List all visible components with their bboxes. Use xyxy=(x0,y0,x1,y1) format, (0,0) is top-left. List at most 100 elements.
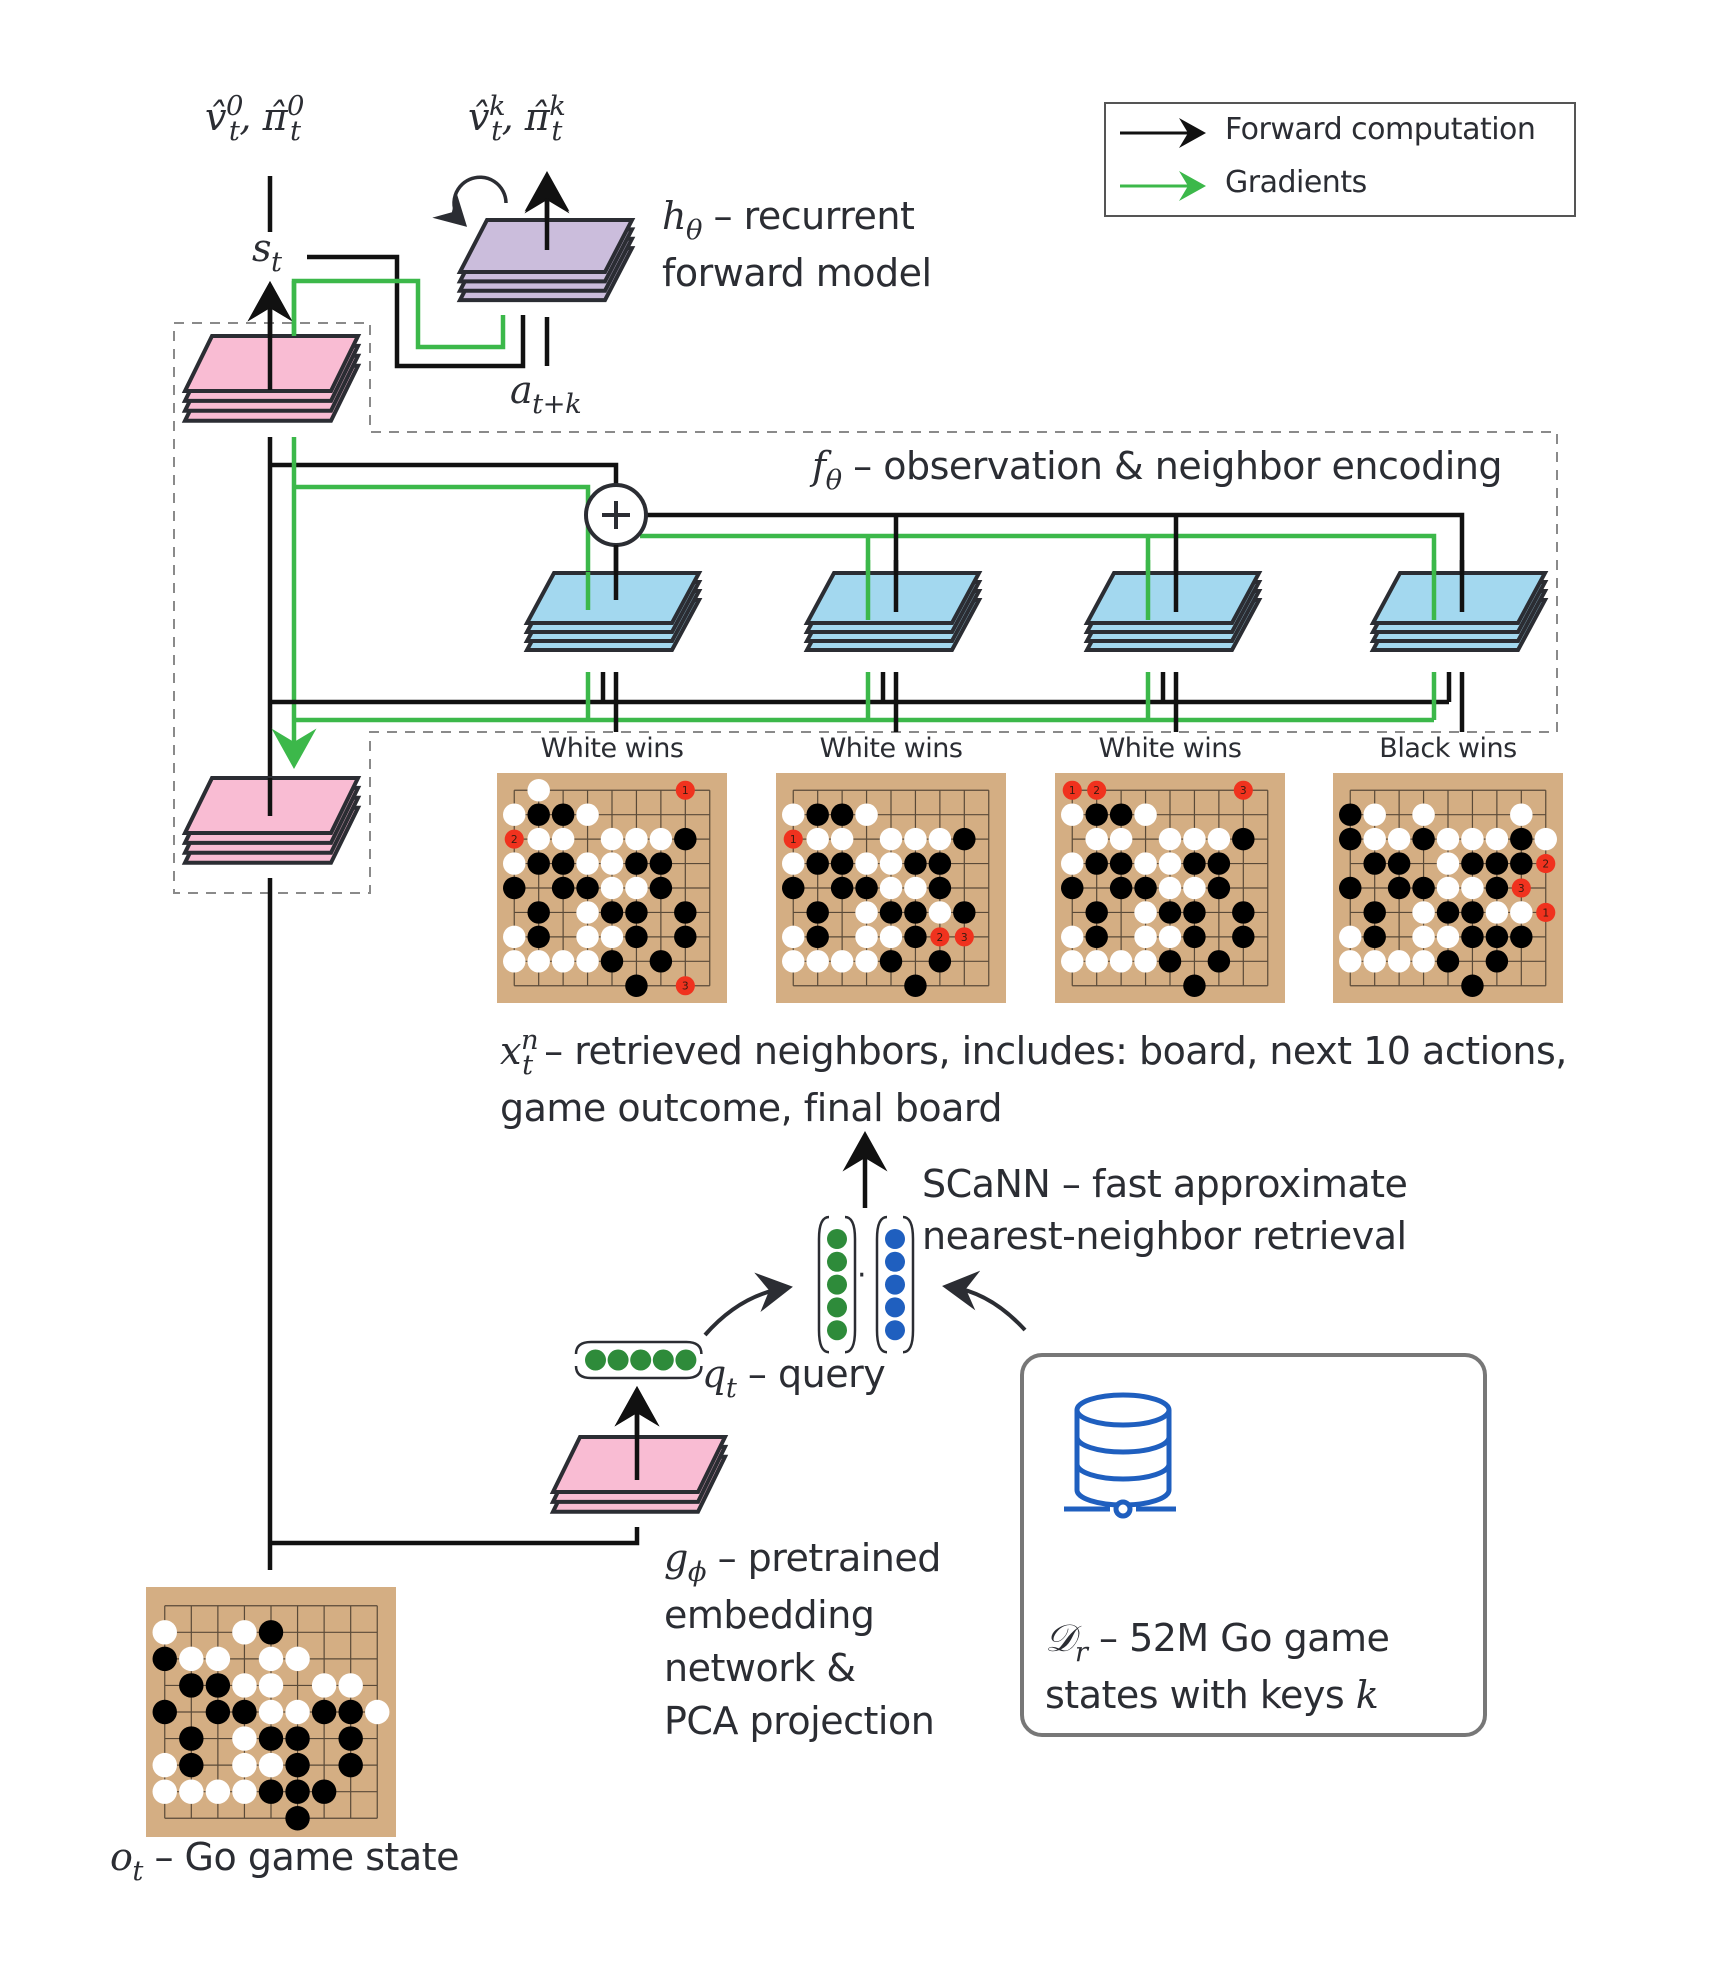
retrieval-label: SCaNN – fast approximate nearest-neighbo… xyxy=(922,1162,1408,1258)
black-stone xyxy=(1085,852,1108,875)
black-stone xyxy=(1387,876,1411,900)
move-number: 2 xyxy=(1093,784,1100,797)
white-stone xyxy=(551,950,575,973)
vector-element xyxy=(652,1349,674,1371)
white-stone xyxy=(1339,925,1362,949)
white-stone xyxy=(1510,901,1533,924)
black-stone xyxy=(806,901,829,924)
black-stone xyxy=(1510,925,1533,949)
black-stone xyxy=(928,876,952,900)
black-stone xyxy=(806,803,829,826)
white-stone xyxy=(1158,925,1182,949)
white-stone xyxy=(1109,827,1133,851)
move-number: 1 xyxy=(1542,906,1549,919)
white-stone xyxy=(1061,925,1084,949)
neighbor-board: 123 xyxy=(497,773,727,1003)
white-stone xyxy=(338,1673,363,1698)
black-stone xyxy=(928,852,952,875)
white-stone xyxy=(1085,950,1108,973)
black-stone xyxy=(179,1726,204,1751)
black-stone xyxy=(1183,974,1206,997)
black-stone xyxy=(338,1752,363,1778)
white-stone xyxy=(1485,901,1509,924)
vector-bracket xyxy=(574,1365,703,1380)
white-stone xyxy=(1109,950,1133,973)
white-stone xyxy=(258,1752,284,1778)
white-stone xyxy=(1061,950,1084,973)
outcome-label: White wins xyxy=(540,733,684,764)
white-stone xyxy=(879,925,903,949)
black-stone xyxy=(527,852,550,875)
white-stone xyxy=(1363,827,1386,851)
white-stone xyxy=(806,827,829,851)
black-stone xyxy=(576,876,599,900)
white-stone xyxy=(1134,950,1157,973)
legend-gradients-label: Gradients xyxy=(1225,165,1367,200)
black-stone xyxy=(1183,925,1206,949)
database-label: 𝒟r – 52M Go game states with keys k xyxy=(1045,1616,1390,1717)
white-stone xyxy=(1461,876,1484,900)
white-stone xyxy=(152,1779,177,1804)
black-stone xyxy=(928,950,952,973)
black-stone xyxy=(1183,901,1206,924)
black-stone xyxy=(551,852,575,875)
black-stone xyxy=(527,901,550,924)
move-number: 3 xyxy=(1240,784,1247,797)
white-stone xyxy=(205,1646,231,1672)
vector-element xyxy=(607,1349,629,1371)
white-stone xyxy=(782,950,805,973)
black-stone xyxy=(1363,925,1386,949)
white-stone xyxy=(285,1646,310,1672)
black-stone xyxy=(600,901,624,924)
encoder-boundary-outline xyxy=(173,322,1558,894)
white-stone xyxy=(600,876,624,900)
next-move-marker xyxy=(504,829,524,849)
black-stone xyxy=(674,827,697,851)
black-stone xyxy=(205,1699,231,1725)
black-stone xyxy=(1183,852,1206,875)
black-stone xyxy=(258,1726,284,1751)
black-stone xyxy=(1436,950,1460,973)
query-to-dot-arrow xyxy=(703,1272,793,1337)
black-stone xyxy=(806,925,829,949)
move-number: 1 xyxy=(682,784,689,797)
query-column-vector xyxy=(817,1215,857,1354)
move-number: 3 xyxy=(961,931,968,944)
black-stone xyxy=(258,1779,284,1804)
black-stone xyxy=(1363,852,1386,875)
white-stone xyxy=(232,1726,257,1751)
embedding-network-stack xyxy=(549,1435,729,1514)
sum-node xyxy=(584,483,648,547)
black-stone xyxy=(1085,901,1108,924)
black-stone xyxy=(1109,852,1133,875)
outcome-label: Black wins xyxy=(1379,733,1517,764)
outcome-label: White wins xyxy=(819,733,963,764)
white-stone xyxy=(1207,827,1231,851)
white-stone xyxy=(782,803,805,826)
white-stone xyxy=(782,925,805,949)
white-stone xyxy=(1363,950,1386,973)
black-stone xyxy=(649,852,673,875)
white-stone xyxy=(205,1779,231,1804)
black-stone xyxy=(1232,901,1255,924)
next-move-marker xyxy=(1536,854,1556,874)
white-stone xyxy=(1387,950,1411,973)
next-move-marker xyxy=(1233,780,1253,800)
neighbor-encoder-stack xyxy=(1369,571,1549,652)
white-stone xyxy=(1412,803,1435,826)
black-stone xyxy=(1158,901,1182,924)
next-move-marker xyxy=(675,780,695,800)
layer-stacks xyxy=(181,218,1549,1514)
white-stone xyxy=(830,950,854,973)
white-stone xyxy=(527,950,550,973)
white-stone xyxy=(1134,852,1157,875)
black-stone xyxy=(338,1699,363,1725)
black-stone xyxy=(904,852,927,875)
black-stone xyxy=(830,803,854,826)
black-stone xyxy=(285,1806,310,1831)
neighbor-encoder-stack xyxy=(523,571,703,652)
black-stone xyxy=(311,1779,337,1804)
black-stone xyxy=(649,950,673,973)
black-stone xyxy=(830,876,854,900)
white-stone xyxy=(1158,827,1182,851)
